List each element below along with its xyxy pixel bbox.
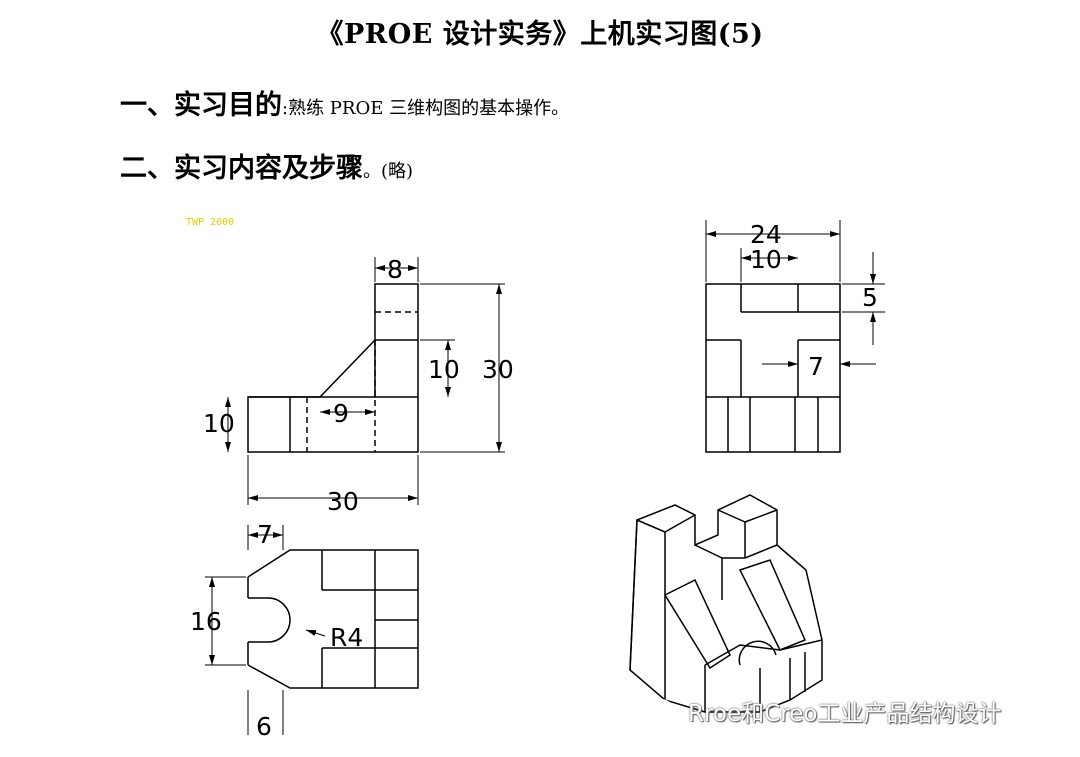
dim-side-slot: 7 [808,352,824,381]
section-2-heading: 二、实习内容及步骤 [120,153,363,184]
dim-top-height: 16 [190,607,222,636]
dim-front-inner: 9 [333,399,349,428]
watermark-text: Rroe和Creo工业产品结构设计 [688,701,1002,727]
dim-side-inner: 10 [750,245,782,274]
wechat-icon [649,699,681,723]
dim-front-width: 30 [327,487,359,516]
side-view [705,220,885,453]
dim-front-step: 10 [428,355,460,384]
section-2: 二、实习内容及步骤。(略) [120,146,413,185]
dim-top-radius: R4 [330,623,363,652]
dim-front-left: 10 [203,409,235,438]
section-2-text: 。(略) [363,161,414,182]
top-view [205,525,419,735]
watermark: Rroe和Creo工业产品结构设计 [648,694,1001,728]
dim-front-height: 30 [482,355,514,384]
dim-side-top: 5 [862,283,878,312]
section-1: 一、实习目的:熟练 PROE 三维构图的基本操作。 [120,83,569,122]
front-view [225,257,505,505]
dim-top-bottom: 6 [256,712,272,741]
dim-front-top: 8 [387,255,403,284]
dim-side-width: 24 [750,220,782,249]
section-1-heading: 一、实习目的 [120,90,282,121]
dim-top-left: 7 [257,520,273,549]
isometric-view [629,494,823,713]
page-title: 《PROE 设计实务》上机实习图(5) [316,19,764,50]
corner-tag: TWP 2000 [186,217,235,228]
section-1-text: :熟练 PROE 三维构图的基本操作。 [282,98,570,119]
